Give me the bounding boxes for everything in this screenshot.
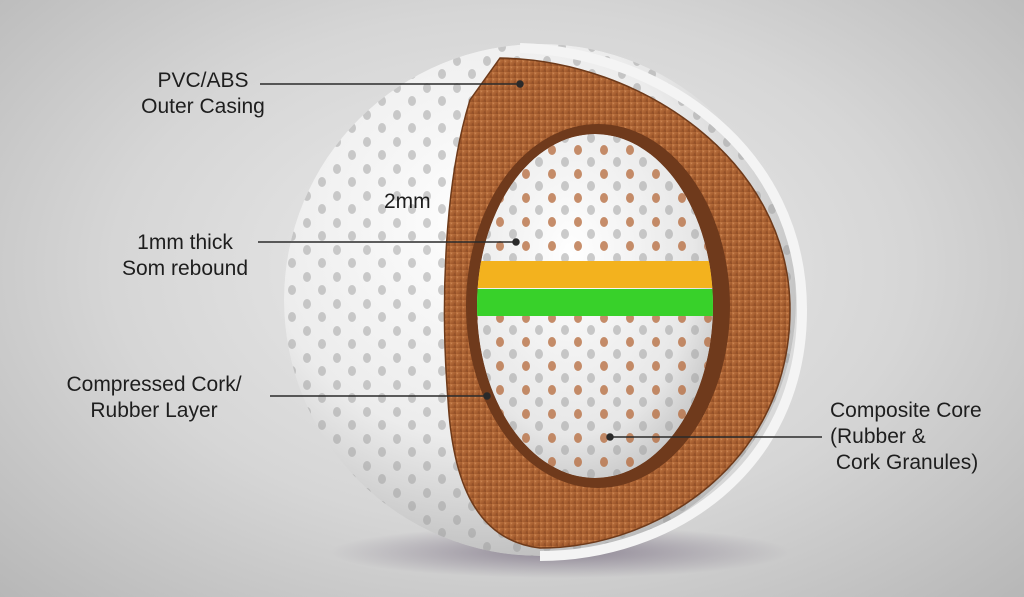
label-measurement: 2mm xyxy=(384,189,431,215)
label-core-line1: Composite Core xyxy=(830,399,982,422)
label-rebound-line2: Som rebound xyxy=(121,257,249,280)
label-core-line2: (Rubber & xyxy=(830,425,926,448)
label-measurement-text: 2mm xyxy=(384,190,431,213)
label-cork-layer: Compressed Cork/ Rubber Layer xyxy=(44,372,264,424)
label-cork-layer-line1: Compressed Cork/ xyxy=(66,373,242,396)
label-rebound: 1mm thick Som rebound xyxy=(100,230,270,282)
shell-rim xyxy=(519,43,808,561)
label-core: Composite Core (Rubber & Cork Granules) xyxy=(830,398,982,476)
leader-lines xyxy=(258,80,822,441)
label-outer-casing-line2: Outer Casing xyxy=(141,95,265,118)
label-outer-casing-line1: PVC/ABS xyxy=(157,69,249,92)
label-rebound-line1: 1mm thick xyxy=(137,231,233,254)
composite-core xyxy=(477,134,713,478)
rebound-band-yellow xyxy=(477,261,713,288)
label-cork-layer-line2: Rubber Layer xyxy=(90,399,218,422)
label-core-line3: Cork Granules) xyxy=(830,451,979,474)
label-outer-casing: PVC/ABS Outer Casing xyxy=(118,68,288,120)
rebound-band-green xyxy=(477,289,713,316)
